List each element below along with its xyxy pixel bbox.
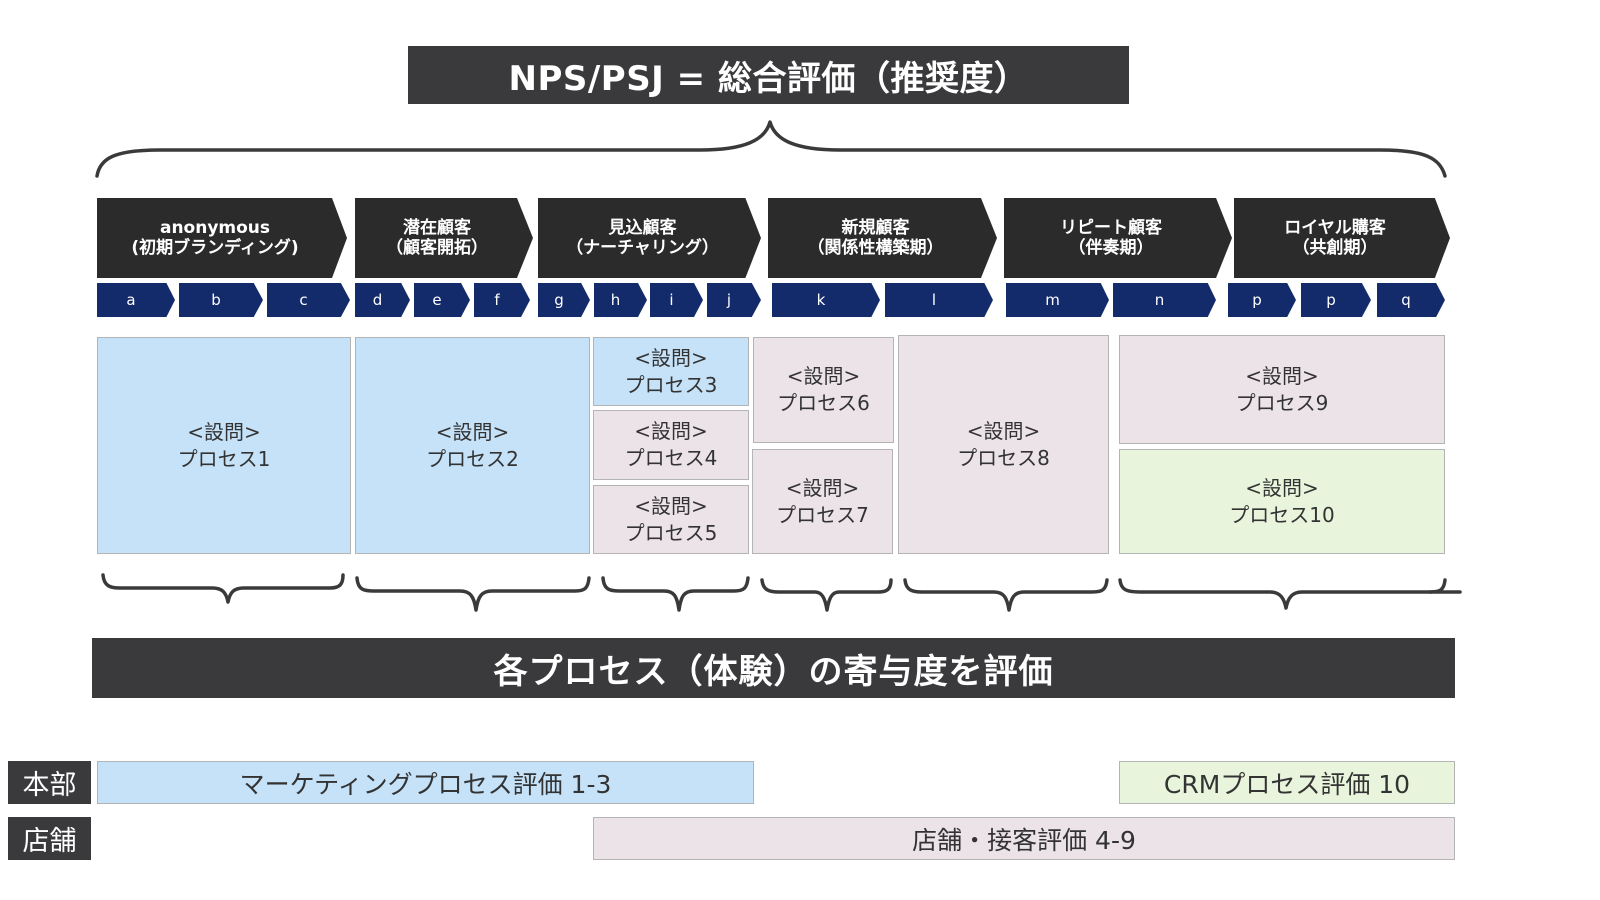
top-brace: [95, 120, 1447, 178]
stage-loyal-customer: ロイヤル購客 （共創期）: [1234, 198, 1450, 278]
step-chevron: m: [1006, 283, 1109, 317]
process-box-3: <設問> プロセス3: [593, 337, 749, 406]
stage-subtitle: （伴奏期）: [1068, 238, 1154, 258]
process-name: プロセス2: [426, 446, 519, 471]
brace-process-8: [903, 578, 1109, 612]
step-chevron: n: [1113, 283, 1216, 317]
step-chevron: j: [707, 283, 761, 317]
brace-process-6-7: [760, 578, 893, 612]
question-label: <設問>: [1245, 475, 1319, 500]
process-box-1: <設問> プロセス1: [97, 337, 351, 554]
step-chevron: q: [1377, 283, 1445, 317]
process-name: プロセス8: [957, 445, 1050, 470]
brace-process-1: [101, 573, 345, 604]
step-chevron: d: [355, 283, 410, 317]
step-chevron: g: [538, 283, 590, 317]
contribution-evaluation-title: 各プロセス（体験）の寄与度を評価: [92, 638, 1455, 698]
stage-title: リピート顧客: [1060, 218, 1162, 238]
stage-title: ロイヤル購客: [1284, 218, 1386, 238]
stage-potential-customer: 潜在顧客 （顧客開拓）: [355, 198, 533, 278]
process-name: プロセス9: [1235, 390, 1329, 415]
stage-subtitle: （共創期）: [1292, 238, 1378, 258]
step-chevron: h: [594, 283, 647, 317]
question-label: <設問>: [187, 419, 261, 444]
stage-subtitle: （関係性構築期）: [807, 238, 944, 258]
overall-evaluation-title: NPS/PSJ = 総合評価（推奨度）: [408, 46, 1129, 104]
process-box-5: <設問> プロセス5: [593, 485, 749, 554]
question-label: <設問>: [634, 493, 708, 518]
process-box-9: <設問> プロセス9: [1119, 335, 1445, 444]
question-label: <設問>: [1245, 363, 1319, 388]
stage-title: 新規顧客: [841, 218, 910, 238]
process-box-10: <設問> プロセス10: [1119, 449, 1445, 554]
step-chevron: f: [474, 283, 530, 317]
stage-subtitle: (初期ブランディング): [131, 238, 299, 258]
stage-title: 見込顧客: [608, 218, 677, 238]
brace-process-9-10: [1118, 578, 1462, 610]
stage-anonymous: anonymous (初期ブランディング): [97, 198, 347, 278]
question-label: <設問>: [634, 419, 708, 443]
step-chevron: e: [414, 283, 470, 317]
question-label: <設問>: [966, 418, 1041, 443]
process-name: プロセス5: [624, 520, 718, 545]
stage-prospect: 見込顧客 （ナーチャリング）: [538, 198, 761, 278]
row-label-hq: 本部: [8, 761, 91, 804]
brace-process-9-10-end: [1428, 578, 1447, 594]
brace-process-3-5: [601, 576, 750, 612]
question-label: <設問>: [785, 475, 860, 500]
store-evaluation-bar: 店舗・接客評価 4-9: [593, 817, 1455, 860]
stage-title: 潜在顧客: [403, 218, 471, 238]
step-chevron: b: [179, 283, 263, 317]
step-chevron: l: [885, 283, 993, 317]
process-name: プロセス1: [177, 446, 271, 471]
step-chevron: k: [772, 283, 880, 317]
process-name: プロセス4: [624, 446, 718, 470]
process-box-7: <設問> プロセス7: [752, 449, 893, 554]
process-box-2: <設問> プロセス2: [355, 337, 590, 554]
step-chevron: c: [267, 283, 350, 317]
row-label-store: 店舗: [8, 817, 91, 860]
stage-subtitle: （ナーチャリング）: [566, 238, 719, 258]
process-box-4: <設問> プロセス4: [593, 410, 749, 480]
step-chevron: i: [650, 283, 703, 317]
step-chevron: p: [1228, 283, 1296, 317]
stage-repeat-customer: リピート顧客 （伴奏期）: [1004, 198, 1232, 278]
process-box-8: <設問> プロセス8: [898, 335, 1109, 554]
step-chevron: p: [1301, 283, 1371, 317]
process-name: プロセス10: [1229, 502, 1335, 527]
process-name: プロセス7: [776, 502, 869, 527]
stage-subtitle: （顧客開拓）: [386, 238, 488, 258]
brace-process-2: [355, 576, 591, 612]
question-label: <設問>: [435, 419, 510, 444]
question-label: <設問>: [634, 345, 708, 370]
marketing-evaluation-bar: マーケティングプロセス評価 1-3: [97, 761, 754, 804]
process-box-6: <設問> プロセス6: [753, 337, 894, 443]
stage-title: anonymous: [159, 218, 271, 238]
stage-new-customer: 新規顧客 （関係性構築期）: [768, 198, 997, 278]
step-chevron: a: [97, 283, 175, 317]
question-label: <設問>: [786, 364, 861, 388]
process-name: プロセス3: [624, 372, 718, 397]
process-name: プロセス6: [777, 391, 870, 415]
crm-evaluation-bar: CRMプロセス評価 10: [1119, 761, 1455, 804]
